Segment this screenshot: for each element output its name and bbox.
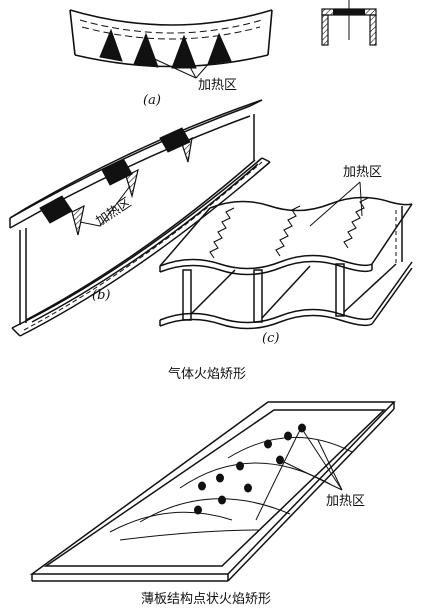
plate-right-edge [267,9,273,56]
figure-c-wavy-plates [159,196,413,330]
web-diagonal-3 [343,263,397,313]
caption-c: (c) [262,331,280,346]
heating-wedge [207,32,232,65]
stiffener-2 [253,269,263,323]
thin-plate-curves [109,429,353,541]
figure-c-leaders [309,181,363,227]
heating-spot [264,439,272,449]
section-title-thin-plate: 薄板结构点状火焰矫形 [141,592,272,607]
heating-spot [298,423,306,433]
web-diagonal-2 [261,265,311,319]
top-flange-underside [9,115,251,229]
stiffener-1 [182,269,192,321]
heating-zone-label-c: 加热区 [343,165,383,180]
top-plate-right-edge [371,203,413,265]
figure-b-i-beam [9,99,271,337]
heating-wedge [133,32,159,68]
bottom-flange-2 [19,161,271,337]
heating-spot [194,505,202,515]
leader-line [283,461,343,491]
plate-top-edge [69,9,273,26]
thin-plate [29,401,396,582]
leader-line [195,51,220,79]
deformation-curve [139,498,291,523]
deformation-curve [227,436,353,459]
leader-line [359,181,363,217]
heating-zone-label-a: 加热区 [198,78,238,93]
deformation-curve [109,511,233,533]
flange-heating-band [39,195,73,224]
top-flange-front [9,105,251,219]
web-heating-wedge [181,136,193,163]
bottom-plate-right-2 [371,267,413,325]
section-title-gas-flame: 气体火焰矫形 [168,367,247,382]
heating-spot [284,431,292,441]
web-bottom-curve [25,159,256,321]
plate-left-edge [69,9,76,56]
bottom-plate-front-edge [159,308,373,324]
top-plate-front-edge [159,254,373,270]
bottom-plate-thickness [159,314,373,330]
dashed-line-1 [79,19,263,34]
section-left-web [321,14,329,46]
thin-plate-leaders [283,431,343,491]
leader-line [79,221,101,227]
heating-spot [216,473,224,483]
bottom-flange-end-2 [261,157,271,163]
figure-a-leaders [147,51,220,79]
plate-right-thickness [227,408,395,582]
zigzag-heating-line [343,197,369,249]
caption-a: (a) [143,93,161,108]
plate-inner-frame [43,409,386,567]
web-hidden-line [23,161,263,331]
zigzag-heating-line [209,207,235,259]
section-right-web [369,14,377,46]
figure-b-heating-bands [39,127,191,224]
leader-line [309,181,361,227]
flange-end-right [249,99,263,107]
zigzag-heating-line [275,205,301,257]
heating-spot [198,481,206,491]
figure-c-zigzag-heating [209,197,369,259]
leader-line [317,439,343,491]
top-plate-left-edge [159,207,211,267]
caption-b: (b) [92,288,111,303]
figure-a-cross-section [321,0,377,46]
heating-spot [236,461,244,471]
leader-line [303,431,343,491]
leader-line [99,185,131,227]
deformation-curve [119,529,261,541]
heating-spot [276,455,284,465]
leader-line [147,55,197,79]
bottom-plate-right [371,261,413,319]
flange-end-left [9,206,29,219]
bottom-flange-end [11,327,21,337]
leader-line [183,55,197,79]
figure-b-heating-wedges [71,136,193,236]
web-diagonal-1 [190,269,236,315]
web-heating-wedge [71,204,85,236]
heating-spot [244,483,252,493]
web-heating-wedge [125,168,139,199]
bottom-flange [11,157,263,329]
figure-b-leaders [79,185,131,227]
figure-a-curved-plate [69,9,273,68]
top-plate-thickness [159,260,373,276]
top-plate-back-edge [209,196,413,212]
heating-zone-label-plate: 加热区 [326,494,366,509]
heating-spot [218,495,226,505]
top-flange-back [27,99,263,208]
figure-a-heating-wedges [99,28,232,69]
stiffener-3 [335,263,345,317]
heating-spots [194,423,306,515]
heating-wedge [99,28,123,62]
web-bottom-curve-2 [31,163,259,323]
plate-outline [29,401,396,575]
deformation-ridge [255,429,301,521]
dashed-line-2 [81,26,261,40]
heating-wedge [171,34,197,69]
